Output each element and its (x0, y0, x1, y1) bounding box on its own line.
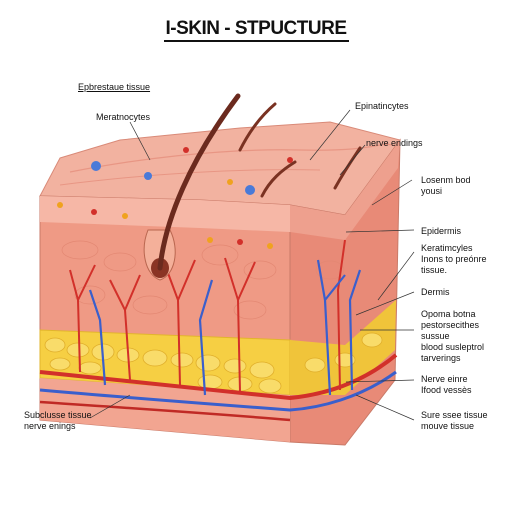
label-keratimcyles: Keratimcyles Inons to preónre tissue. (421, 243, 487, 275)
title-text: I-SKIN - STPUCTURE (163, 18, 349, 42)
surface-cells (57, 147, 293, 249)
label-losenm: Losenm bod yousi (421, 175, 471, 196)
surface-ridge (69, 143, 396, 173)
label-top-left: Epbrestaue tissue (78, 82, 151, 92)
hair-shaft (157, 93, 241, 271)
hair-shaft-4 (260, 160, 297, 198)
hair-shaft-2 (238, 102, 277, 152)
label-subclusse: Subclusse tissue nerve enings (24, 410, 92, 431)
label-meratnocytes: Meratnocytes (96, 112, 151, 122)
horizontal-vein (39, 370, 397, 412)
label-epidermis: Epidermis (421, 226, 462, 236)
label-epinatincytes: Epinatincytes (355, 101, 409, 111)
label-sure-ssee: Sure ssee tissue mouve tissue (421, 410, 488, 431)
artery-branches (69, 239, 346, 393)
dermis-cells (61, 240, 345, 320)
epidermis-layer (40, 196, 290, 232)
label-nerve-endings: nerve endings (366, 138, 423, 148)
label-dermis: Dermis (421, 287, 450, 297)
horizontal-artery-lower (39, 400, 291, 422)
leader-lines (89, 109, 415, 421)
horizontal-artery (39, 353, 398, 401)
epidermis-side (290, 140, 400, 240)
hair-shaft-3 (333, 146, 362, 190)
fat-cells (44, 332, 383, 394)
label-opoma: Opoma botna pestorsecithes sussue blood … (421, 309, 485, 363)
page-title: I-SKIN - STPUCTURE (0, 18, 512, 42)
vein-branches (88, 259, 362, 396)
label-nerve-einre: Nerve einre Ifood vessès (421, 374, 472, 395)
